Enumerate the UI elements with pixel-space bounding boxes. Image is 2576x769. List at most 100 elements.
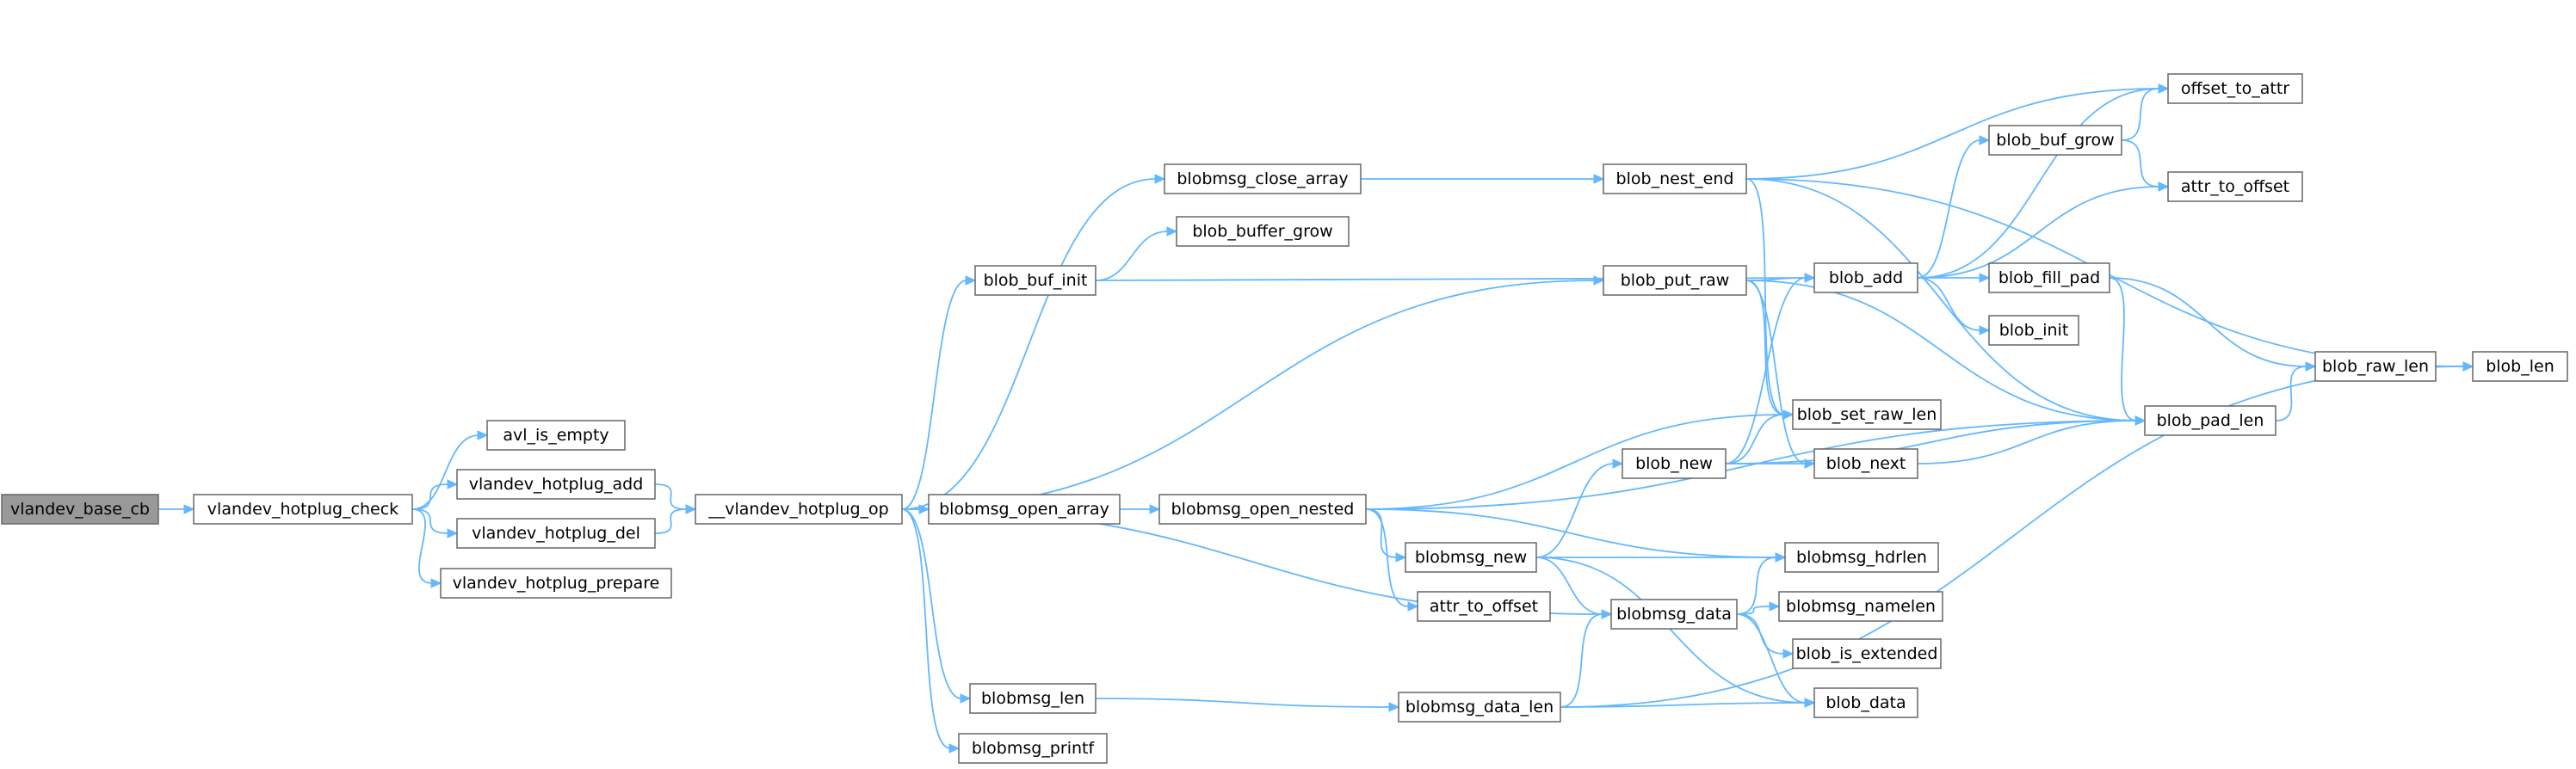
node-blobmsg-namelen[interactable]: blobmsg_namelen: [1778, 591, 1943, 622]
node-blobmsg-open-nested[interactable]: blobmsg_open_nested: [1158, 494, 1367, 525]
node-box: [1778, 591, 1943, 622]
edge-line: [2109, 277, 2307, 367]
node-label: vlandev_hotplug_check: [207, 500, 398, 519]
node-box: [1176, 216, 1350, 247]
arrow-head: [1769, 601, 1781, 612]
arrow-head: [1782, 409, 1795, 420]
node-blob-next[interactable]: blob_next: [1813, 448, 1918, 479]
edge-blobmsg-data-to-blobmsg-namelen: [1736, 601, 1781, 615]
node-blob-raw-len[interactable]: blob_raw_len: [2314, 351, 2437, 382]
node-blobmsg-len[interactable]: blobmsg_len: [969, 683, 1096, 714]
node-blobmsg-data[interactable]: blobmsg_data: [1610, 599, 1738, 630]
edge-blobmsg-data-len-to-blob-data: [1560, 698, 1816, 708]
node-vlandev-hotplug-del[interactable]: vlandev_hotplug_del: [456, 518, 656, 549]
node-label: attr_to_offset: [1430, 597, 1538, 616]
edge-line: [1725, 277, 1807, 464]
node-blob-len[interactable]: blob_len: [2472, 351, 2568, 382]
node-label: attr_to_offset: [2181, 177, 2289, 196]
node-attr-to-offset-2[interactable]: attr_to_offset: [2167, 171, 2303, 202]
edge-line: [1917, 139, 1981, 279]
node-blobmsg-hdrlen[interactable]: blobmsg_hdrlen: [1784, 542, 1939, 573]
edge-line: [1365, 508, 1410, 607]
node-label: blob_buf_init: [984, 271, 1088, 290]
node-box: [1988, 262, 2110, 293]
node-blobmsg-printf[interactable]: blobmsg_printf: [958, 733, 1108, 764]
arrow-head: [2158, 83, 2170, 94]
node-blob-buf-init[interactable]: blob_buf_init: [974, 265, 1096, 296]
arrow-head: [960, 693, 972, 704]
node-blob-pad-len[interactable]: blob_pad_len: [2144, 405, 2276, 436]
arrow-head: [2305, 361, 2317, 372]
node-box: [2314, 351, 2437, 382]
node-box: [2167, 171, 2303, 202]
edge-line: [1365, 420, 2137, 510]
node-box: [2472, 351, 2568, 382]
node-attr-to-offset-1[interactable]: attr_to_offset: [1417, 591, 1551, 622]
node-blobmsg-close-array[interactable]: blobmsg_close_array: [1164, 163, 1362, 194]
node-label: blob_add: [1829, 268, 1903, 287]
node-blob-buffer-grow[interactable]: blob_buffer_grow: [1176, 216, 1350, 247]
edge-line: [411, 434, 479, 510]
edge-line: [654, 508, 688, 534]
node-blob-is-extended[interactable]: blob_is_extended: [1792, 638, 1942, 669]
edge-blobmsg-close-array-to-blob-nest-end: [1361, 174, 1605, 184]
edge-line: [1917, 186, 2160, 279]
node-blob-new[interactable]: blob_new: [1622, 448, 1727, 479]
edge-line: [901, 508, 951, 749]
node-blob-add[interactable]: blob_add: [1813, 262, 1918, 293]
node-box: [1603, 265, 1747, 296]
node-label: blobmsg_close_array: [1177, 169, 1348, 188]
node-box: [1622, 448, 1727, 479]
edge-line: [1560, 613, 1603, 708]
node-blob-nest-end[interactable]: blob_nest_end: [1603, 163, 1747, 194]
arrow-head: [430, 578, 442, 588]
node-blob-set-raw-len[interactable]: blob_set_raw_len: [1792, 399, 1942, 430]
edge-line: [1917, 420, 2137, 464]
arrow-head: [1601, 609, 1613, 619]
edge-blobmsg-open-nested-to-blob-set-raw-len: [1365, 409, 1795, 510]
node-box: [974, 265, 1096, 296]
node-blob-data[interactable]: blob_data: [1813, 687, 1918, 718]
edge-vlandev-hotplug-op-to-blobmsg-len: [901, 508, 972, 704]
edge-line: [1560, 702, 1807, 708]
edge-line: [1365, 414, 1785, 510]
edge-vlandev-hotplug-check-to-avl-is-empty: [411, 430, 489, 510]
node-blob-init[interactable]: blob_init: [1988, 315, 2079, 346]
edge-blobmsg-data-to-blobmsg-hdrlen: [1736, 552, 1787, 615]
edge-line: [411, 483, 449, 510]
node-box: [2144, 405, 2276, 436]
node-vlandev-base-cb[interactable]: vlandev_base_cb: [1, 494, 159, 525]
edge-blob-pad-len-to-blob-raw-len: [2275, 361, 2317, 421]
node-box: [1792, 638, 1942, 669]
node-avl-is-empty[interactable]: avl_is_empty: [486, 420, 626, 451]
arrow-head: [447, 479, 459, 489]
node-vlandev-hotplug-check[interactable]: vlandev_hotplug_check: [193, 494, 413, 525]
edge-vlandev-hotplug-op-to-blob-buf-init: [901, 275, 977, 510]
node-vlandev-hotplug-prepare[interactable]: vlandev_hotplug_prepare: [440, 568, 672, 599]
node-box: [440, 568, 672, 599]
node-blob-buf-grow[interactable]: blob_buf_grow: [1988, 125, 2122, 156]
edge-line: [1736, 557, 1777, 615]
node-label: vlandev_hotplug_prepare: [453, 574, 660, 593]
edge-line: [1745, 280, 1807, 464]
node-box: [1813, 262, 1918, 293]
node-vlandev-hotplug-add[interactable]: vlandev_hotplug_add: [456, 469, 656, 500]
node-blobmsg-open-array[interactable]: blobmsg_open_array: [928, 494, 1121, 525]
node-blobmsg-data-len[interactable]: blobmsg_data_len: [1398, 692, 1561, 723]
node-blob-put-raw[interactable]: blob_put_raw: [1603, 265, 1747, 296]
node-label: blob_set_raw_len: [1797, 405, 1937, 424]
node-label: blobmsg_len: [981, 689, 1084, 708]
node-offset-to-attr[interactable]: offset_to_attr: [2167, 73, 2303, 104]
edge-blob-next-to-blob-pad-len: [1917, 415, 2147, 464]
node-blobmsg-new[interactable]: blobmsg_new: [1405, 542, 1537, 573]
node-box: [1405, 542, 1537, 573]
edge-line: [1535, 557, 1807, 704]
node-label: blobmsg_new: [1415, 548, 1527, 567]
arrow-head: [1166, 226, 1178, 237]
node-box: [456, 469, 656, 500]
node-vlandev-hotplug-op[interactable]: __vlandev_hotplug_op: [695, 494, 903, 525]
node-box: [1398, 692, 1561, 723]
node-label: blobmsg_data_len: [1405, 698, 1554, 717]
node-blob-fill-pad[interactable]: blob_fill_pad: [1988, 262, 2110, 293]
node-box: [958, 733, 1108, 764]
